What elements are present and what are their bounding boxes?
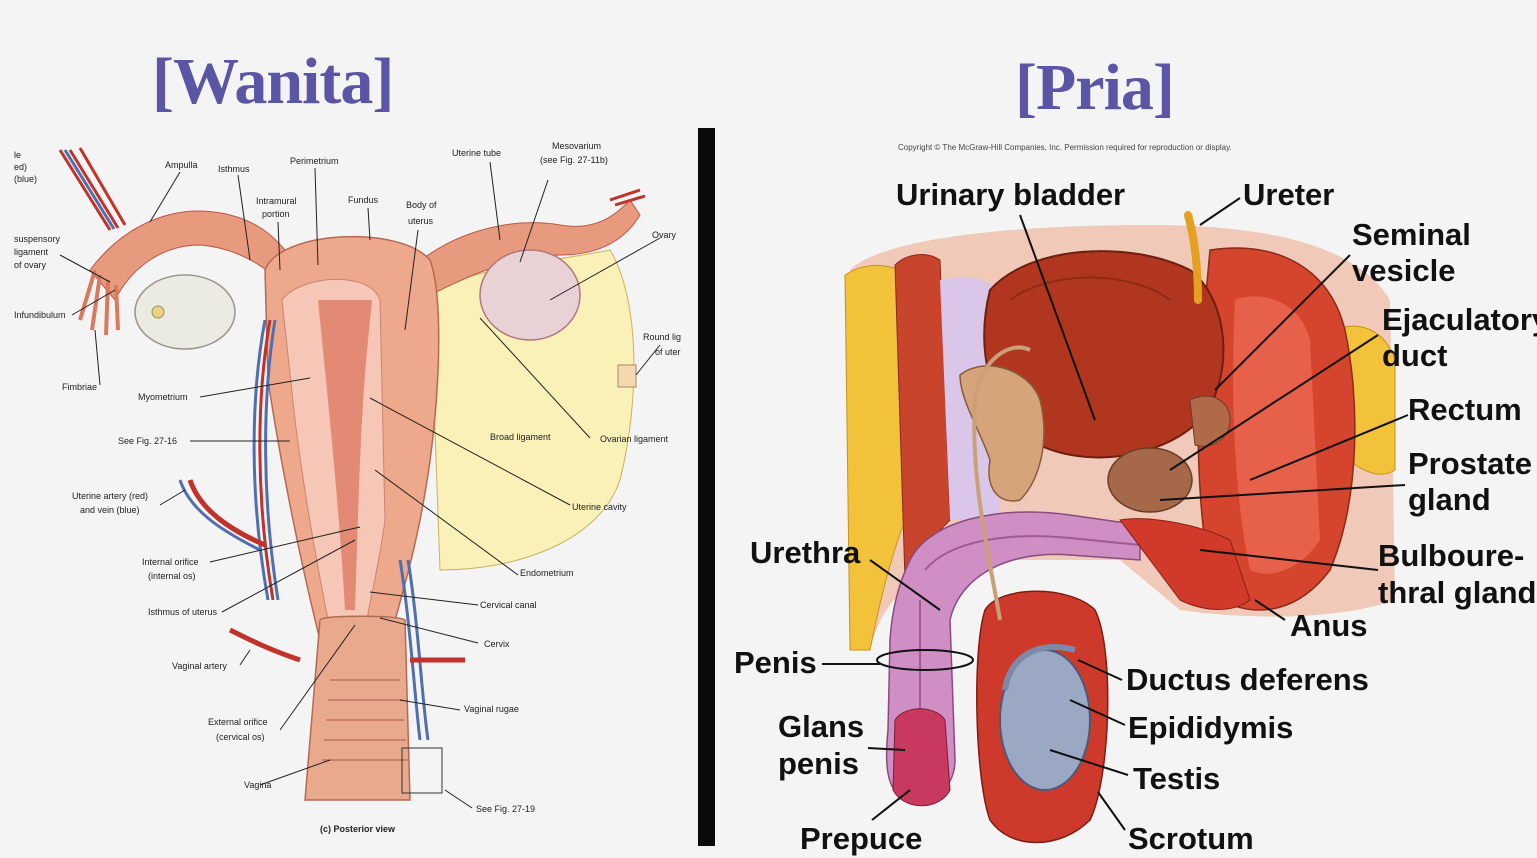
label-ejaculatory-1: Ejaculatory xyxy=(1382,302,1537,337)
label-ejaculatory-2: duct xyxy=(1382,338,1447,373)
label-prepuce: Prepuce xyxy=(800,821,922,856)
label-prostate-1: Prostate xyxy=(1408,446,1532,481)
label-external-orifice-1: External orifice xyxy=(208,717,268,727)
label-ureter: Ureter xyxy=(1243,177,1334,212)
label-myometrium: Myometrium xyxy=(138,392,188,402)
label-round-1: Round lig xyxy=(643,332,681,342)
label-vaginal-artery: Vaginal artery xyxy=(172,661,227,671)
label-see-fig-19: See Fig. 27-19 xyxy=(476,804,535,814)
label-ductus-deferens: Ductus deferens xyxy=(1126,662,1369,697)
label-isthmus-uterus: Isthmus of uterus xyxy=(148,607,218,617)
label-suspensory-3: of ovary xyxy=(14,260,47,270)
label-uterine-artery-2: and vein (blue) xyxy=(80,505,140,515)
label-glans-2: penis xyxy=(778,746,859,781)
left-ovary xyxy=(135,275,235,349)
glans-shape xyxy=(893,709,950,806)
label-round-2: of uter xyxy=(655,347,681,357)
label-urethra: Urethra xyxy=(750,535,861,570)
label-ovary: Ovary xyxy=(652,230,677,240)
label-ovarian-ligament: Ovarian ligament xyxy=(600,434,669,444)
label-clip2: ed) xyxy=(14,162,27,172)
label-bulbourethral-1: Bulboure- xyxy=(1378,538,1524,573)
label-suspensory-1: suspensory xyxy=(14,234,61,244)
label-intramural-2: portion xyxy=(262,209,290,219)
vagina-shape xyxy=(305,616,410,800)
female-caption: (c) Posterior view xyxy=(320,824,396,834)
male-illustration: Copyright © The McGraw-Hill Companies, I… xyxy=(734,143,1537,856)
right-ovary xyxy=(480,250,580,340)
label-fundus: Fundus xyxy=(348,195,379,205)
label-scrotum: Scrotum xyxy=(1128,821,1254,856)
label-suspensory-2: ligament xyxy=(14,247,49,257)
copyright-notice: Copyright © The McGraw-Hill Companies, I… xyxy=(898,143,1232,152)
female-illustration: le ed) (blue) Ampulla Isthmus Perimetriu… xyxy=(14,141,681,834)
label-broad-ligament: Broad ligament xyxy=(490,432,551,442)
label-testis: Testis xyxy=(1133,761,1220,796)
label-uterine-tube: Uterine tube xyxy=(452,148,501,158)
label-internal-orifice-2: (internal os) xyxy=(148,571,196,581)
label-uterine-cavity: Uterine cavity xyxy=(572,502,627,512)
label-vagina: Vagina xyxy=(244,780,271,790)
prostate-shape xyxy=(1108,448,1192,512)
label-urinary-bladder: Urinary bladder xyxy=(896,177,1125,212)
label-ampulla: Ampulla xyxy=(165,160,198,170)
label-anus: Anus xyxy=(1290,608,1368,643)
label-internal-orifice-1: Internal orifice xyxy=(142,557,199,567)
label-fimbriae: Fimbriae xyxy=(62,382,97,392)
label-body-1: Body of xyxy=(406,200,437,210)
label-seminal-2: vesicle xyxy=(1352,253,1455,288)
label-perimetrium: Perimetrium xyxy=(290,156,339,166)
label-rectum: Rectum xyxy=(1408,392,1522,427)
label-epididymis: Epididymis xyxy=(1128,710,1293,745)
label-mesovarium-1: Mesovarium xyxy=(552,141,601,151)
label-uterine-artery-1: Uterine artery (red) xyxy=(72,491,148,501)
label-penis: Penis xyxy=(734,645,817,680)
label-see-fig-16: See Fig. 27-16 xyxy=(118,436,177,446)
label-body-2: uterus xyxy=(408,216,434,226)
label-clip3: (blue) xyxy=(14,174,37,184)
label-external-orifice-2: (cervical os) xyxy=(216,732,265,742)
label-endometrium: Endometrium xyxy=(520,568,574,578)
label-prostate-2: gland xyxy=(1408,482,1491,517)
label-glans-1: Glans xyxy=(778,709,864,744)
label-bulbourethral-2: thral gland xyxy=(1378,575,1536,610)
label-cervical-canal: Cervical canal xyxy=(480,600,537,610)
label-vaginal-rugae: Vaginal rugae xyxy=(464,704,519,714)
label-isthmus: Isthmus xyxy=(218,164,250,174)
label-mesovarium-2: (see Fig. 27-11b) xyxy=(540,155,608,165)
label-intramural-1: Intramural xyxy=(256,196,297,206)
label-infundibulum: Infundibulum xyxy=(14,310,66,320)
label-clip1: le xyxy=(14,150,21,160)
label-seminal-1: Seminal xyxy=(1352,217,1471,252)
label-cervix: Cervix xyxy=(484,639,510,649)
